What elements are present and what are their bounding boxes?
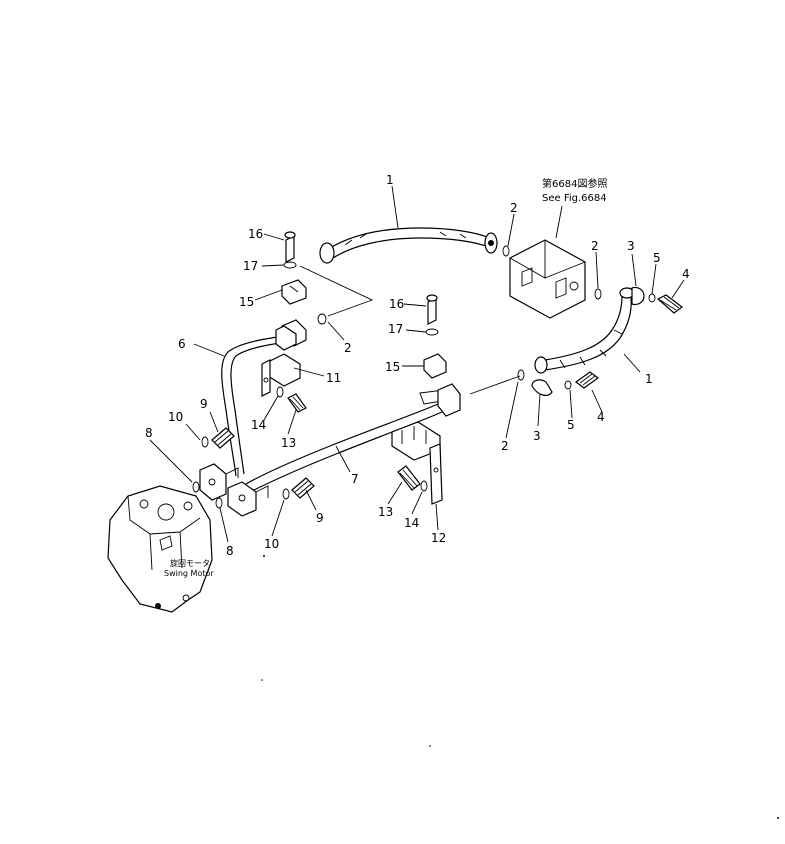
callout-17: 17: [388, 322, 403, 336]
callout-10: 10: [264, 537, 279, 551]
o-ring: [317, 313, 327, 325]
elbow-assembly-lower: [531, 371, 600, 396]
o-ring: [517, 369, 525, 381]
fasteners-left-mid: [276, 386, 307, 413]
fasteners-center: [397, 465, 428, 492]
motor-label-en: Swing Motor: [164, 569, 214, 578]
callout-14: 14: [251, 418, 266, 432]
swing-motor: [107, 485, 213, 613]
o-ring: [502, 245, 510, 257]
callout-3: 3: [627, 239, 635, 253]
reference-note-jp: 第6684図参照: [542, 177, 607, 190]
callout-11: 11: [326, 371, 341, 385]
callout-2: 2: [510, 201, 518, 215]
callout-15: 15: [385, 360, 400, 374]
motor-label-jp: 旋回モータ: [170, 558, 210, 568]
fasteners-upper-left: [201, 427, 235, 449]
o-ring: [594, 288, 602, 300]
callout-2: 2: [591, 239, 599, 253]
callout-3: 3: [533, 429, 541, 443]
callout-9: 9: [316, 511, 324, 525]
callout-1: 1: [645, 372, 653, 386]
callout-15: 15: [239, 295, 254, 309]
clamp-left: [281, 231, 307, 305]
tube-7: [245, 375, 521, 493]
callout-14: 14: [404, 516, 419, 530]
flange-left: [199, 463, 239, 501]
callout-labels: 1 1 2 2 2 2 3 3 4 4 5 5 6 7 8 8 9 9 10 1…: [145, 173, 690, 558]
o-ring: [192, 481, 200, 493]
elbow-assembly-upper: [631, 286, 683, 314]
fasteners-lower: [282, 477, 315, 500]
callout-5: 5: [567, 418, 575, 432]
callout-8: 8: [145, 426, 153, 440]
callout-16: 16: [248, 227, 263, 241]
callout-10: 10: [168, 410, 183, 424]
leader-lines: [149, 185, 685, 543]
clamp-center: [423, 294, 447, 379]
bracket-11: [261, 353, 301, 397]
callout-2: 2: [344, 341, 352, 355]
o-ring: [215, 497, 223, 509]
callout-12: 12: [431, 531, 446, 545]
callout-1: 1: [386, 173, 394, 187]
reference-note-en: See Fig.6684: [542, 193, 607, 204]
callout-16: 16: [389, 297, 404, 311]
callout-6: 6: [178, 337, 186, 351]
valve-block: [509, 239, 586, 319]
tube-6: [221, 319, 307, 477]
flange-right: [227, 481, 269, 517]
callout-4: 4: [597, 410, 605, 424]
callout-9: 9: [200, 397, 208, 411]
callout-13: 13: [281, 436, 296, 450]
callout-17: 17: [243, 259, 258, 273]
upper-hose: [319, 227, 498, 264]
callout-13: 13: [378, 505, 393, 519]
callout-2: 2: [501, 439, 509, 453]
callout-8: 8: [226, 544, 234, 558]
callout-5: 5: [653, 251, 661, 265]
callout-4: 4: [682, 267, 690, 281]
bracket-12: [391, 421, 443, 505]
scan-specks: [261, 555, 779, 819]
right-hose: [534, 287, 635, 374]
callout-7: 7: [351, 472, 359, 486]
